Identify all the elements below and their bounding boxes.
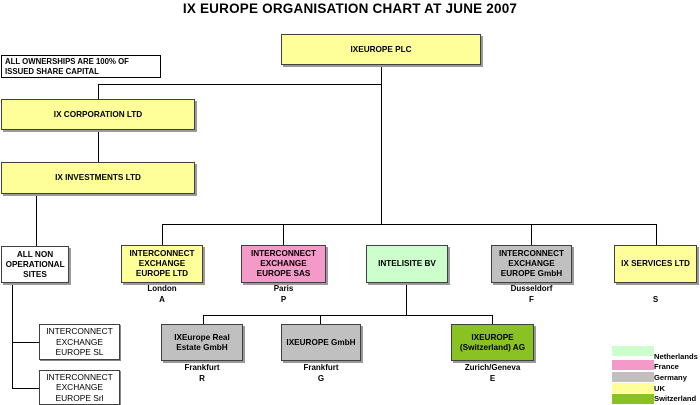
city-label: Paris bbox=[273, 284, 294, 293]
legend-label: France bbox=[654, 362, 679, 371]
city-label: Frankfurt bbox=[303, 363, 339, 372]
legend-swatch-uk bbox=[612, 383, 654, 393]
caption-ixag: Zurich/Geneva E bbox=[451, 363, 534, 384]
ixeurope-gmbh-box: IXEUROPE GmbH bbox=[281, 324, 361, 361]
ix-corporation-box: IX CORPORATION LTD bbox=[1, 99, 195, 130]
interconnect-exchange-europe-ltd-box: INTERCONNECT EXCHANGE EUROPE LTD bbox=[121, 245, 203, 283]
site-code: G bbox=[317, 373, 325, 383]
connector-line bbox=[531, 224, 532, 245]
connector-line bbox=[162, 224, 657, 225]
city-label: London bbox=[147, 284, 177, 293]
legend-label: Germany bbox=[654, 373, 687, 382]
site-code: F bbox=[529, 294, 534, 304]
interconnect-exchange-europe-srl-label: INTERCONNECT EXCHANGE EUROPE Srl bbox=[46, 371, 113, 403]
connector-line bbox=[203, 315, 204, 324]
site-code: E bbox=[489, 373, 496, 383]
caption-ie-ltd: London A bbox=[121, 284, 203, 305]
ixeurope-real-estate-box: IXEurope Real Estate GmbH bbox=[161, 324, 243, 361]
ownership-note: ALL OWNERSHIPS ARE 100% OF ISSUED SHARE … bbox=[1, 55, 161, 78]
connector-line bbox=[162, 224, 163, 245]
interconnect-exchange-europe-gmbh-box: INTERCONNECT EXCHANGE EUROPE GmbH bbox=[491, 245, 572, 283]
interconnect-exchange-europe-sas-label: INTERCONNECT EXCHANGE EUROPE SAS bbox=[250, 249, 317, 278]
chart-title: IX EUROPE ORGANISATION CHART AT JUNE 200… bbox=[182, 1, 518, 16]
connector-line bbox=[12, 283, 13, 388]
ix-services-ltd-box: IX SERVICES LTD bbox=[614, 245, 697, 283]
caption-realestate: Frankfurt R bbox=[161, 363, 243, 384]
site-code: S bbox=[652, 294, 659, 304]
legend-swatch-netherlands bbox=[612, 346, 654, 356]
city-label: Zurich/Geneva bbox=[464, 363, 521, 372]
intelisite-bv-box: INTELISITE BV bbox=[366, 245, 448, 283]
ix-corporation-label: IX CORPORATION LTD bbox=[53, 109, 143, 119]
caption-ie-gmbh: Dusseldorf F bbox=[491, 284, 572, 305]
interconnect-exchange-europe-sl-box: INTERCONNECT EXCHANGE EUROPE SL bbox=[39, 324, 120, 360]
connector-line bbox=[98, 84, 99, 100]
legend-swatch-switzerland bbox=[612, 394, 654, 404]
ixeurope-switzerland-box: IXEUROPE (Switzerland) AG bbox=[451, 324, 534, 361]
city-label bbox=[614, 284, 697, 295]
ix-investments-box: IX INVESTMENTS LTD bbox=[1, 162, 195, 194]
connector-line bbox=[36, 194, 37, 246]
site-code: P bbox=[280, 294, 287, 304]
connector-line bbox=[406, 283, 407, 315]
connector-line bbox=[203, 315, 493, 316]
ixeurope-real-estate-label: IXEurope Real Estate GmbH bbox=[174, 332, 230, 352]
interconnect-exchange-europe-ltd-label: INTERCONNECT EXCHANGE EUROPE LTD bbox=[129, 249, 195, 278]
legend-label: UK bbox=[654, 384, 665, 393]
intelisite-bv-label: INTELISITE BV bbox=[378, 259, 436, 268]
ixeurope-gmbh-label: IXEUROPE GmbH bbox=[286, 337, 356, 347]
connector-line bbox=[492, 315, 493, 324]
caption-ixgmbh: Frankfurt G bbox=[281, 363, 361, 384]
legend-label: Netherlands bbox=[654, 352, 698, 361]
caption-ix-services: S bbox=[614, 284, 697, 305]
non-operational-sites-label: ALL NON OPERATIONAL SITES bbox=[5, 249, 65, 279]
interconnect-exchange-europe-sas-box: INTERCONNECT EXCHANGE EUROPE SAS bbox=[241, 245, 326, 283]
legend-swatch-france bbox=[612, 360, 654, 370]
site-code: R bbox=[199, 373, 205, 383]
interconnect-exchange-europe-srl-box: INTERCONNECT EXCHANGE EUROPE Srl bbox=[39, 370, 120, 405]
legend: Netherlands France Germany UK Switzerlan… bbox=[612, 346, 700, 404]
connector-line bbox=[283, 224, 284, 245]
ix-services-ltd-label: IX SERVICES LTD bbox=[621, 259, 690, 268]
connector-line bbox=[656, 224, 657, 245]
caption-ie-sas: Paris P bbox=[241, 284, 326, 305]
ixeurope-switzerland-label: IXEUROPE (Switzerland) AG bbox=[459, 332, 526, 352]
legend-swatch-germany bbox=[612, 372, 654, 382]
site-code: A bbox=[159, 294, 165, 304]
non-operational-sites-box: ALL NON OPERATIONAL SITES bbox=[1, 246, 69, 283]
city-label: Frankfurt bbox=[184, 363, 220, 372]
city-label: Dusseldorf bbox=[510, 284, 553, 293]
ix-investments-label: IX INVESTMENTS LTD bbox=[55, 173, 141, 182]
interconnect-exchange-europe-sl-label: INTERCONNECT EXCHANGE EUROPE SL bbox=[46, 326, 113, 358]
connector-line bbox=[12, 342, 39, 343]
connector-line bbox=[98, 84, 381, 85]
connector-line bbox=[98, 130, 99, 162]
ixeurope-plc-label: IXEUROPE PLC bbox=[350, 44, 412, 54]
interconnect-exchange-europe-gmbh-label: INTERCONNECT EXCHANGE EUROPE GmbH bbox=[498, 249, 565, 278]
legend-label: Switzerland bbox=[654, 394, 697, 403]
connector-line bbox=[12, 388, 39, 389]
connector-line bbox=[381, 66, 382, 224]
ixeurope-plc-box: IXEUROPE PLC bbox=[281, 34, 481, 65]
connector-line bbox=[320, 315, 321, 324]
